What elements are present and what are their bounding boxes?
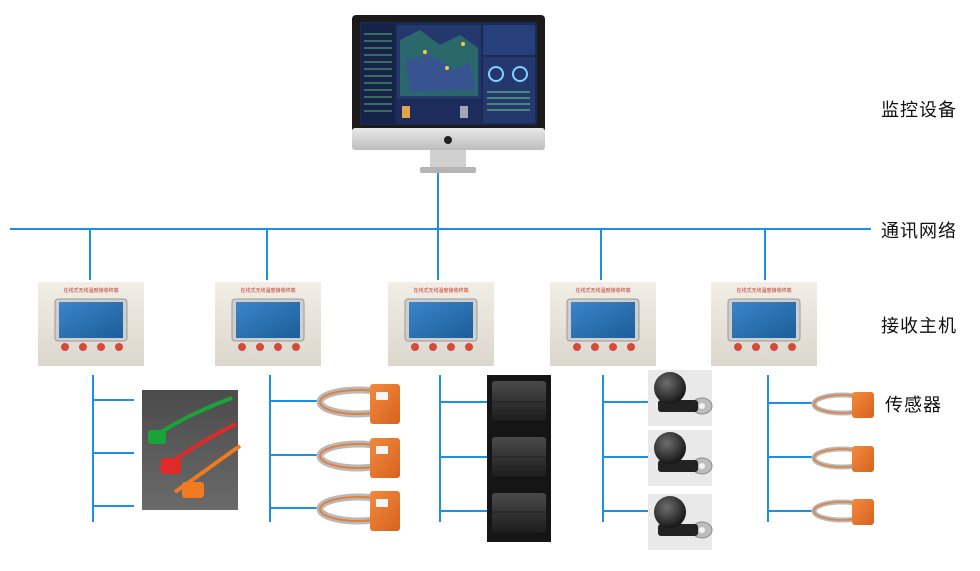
small-clamp-sensor-2 [811,446,874,472]
monitor-label: 监控设备 [881,100,957,121]
dome-lug-sensor-2 [648,430,713,486]
receiver-unit-3: 在线式无线温度接收终端 [388,282,494,366]
network-lines [10,173,871,522]
black-box-sensor-1 [487,375,551,431]
sensor-label: 传感器 [885,395,942,416]
receiver-title-5: 在线式无线温度接收终端 [736,287,791,294]
receiver-title-1: 在线式无线温度接收终端 [63,287,118,294]
receiver-title-3: 在线式无线温度接收终端 [413,287,468,294]
receiver-title-4: 在线式无线温度接收终端 [575,287,630,294]
black-box-sensor-2 [487,431,551,487]
dome-lug-sensor-3 [648,494,713,550]
receiver-title-2: 在线式无线温度接收终端 [240,287,295,294]
small-clamp-sensor-3 [811,499,874,525]
receiver-unit-4: 在线式无线温度接收终端 [550,282,656,366]
dome-lug-sensor-1 [648,370,713,426]
small-clamp-sensor-1 [811,392,874,418]
network-label: 通讯网络 [881,221,957,242]
clamp-band-sensor-2 [316,438,400,478]
black-box-sensor-3 [487,487,551,542]
receiver-label: 接收主机 [881,316,957,337]
receiver-unit-5: 在线式无线温度接收终端 [711,282,817,366]
receiver-unit-2: 在线式无线温度接收终端 [215,282,321,366]
receiver-unit-1: 在线式无线温度接收终端 [38,282,144,366]
clamp-band-sensor-1 [316,384,400,424]
monitor-device [352,15,545,173]
cable-tie-sensor-photo [142,390,242,510]
clamp-band-sensor-3 [316,491,400,531]
